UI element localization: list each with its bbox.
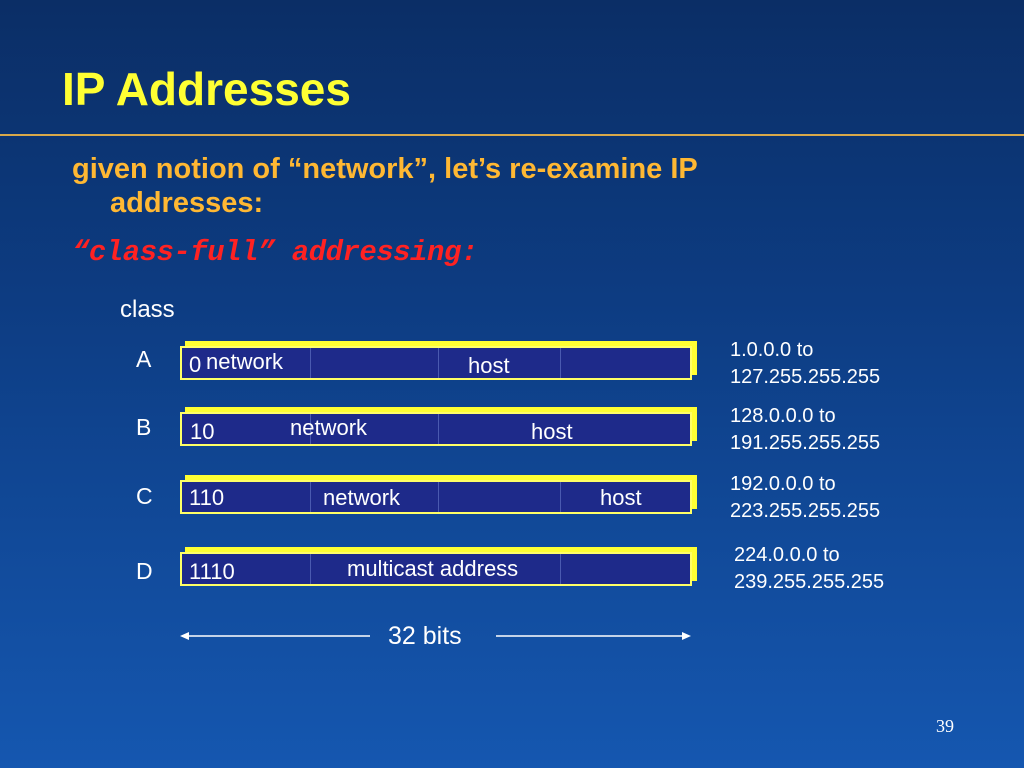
class-d-range: 224.0.0.0 to 239.255.255.255 — [734, 542, 884, 596]
class-d-letter: D — [136, 558, 153, 584]
bullet-line-2: addresses: — [110, 187, 264, 219]
class-b-letter: B — [136, 414, 152, 440]
bits-width-indicator: 32 bits — [180, 620, 692, 656]
byte-divider — [560, 482, 561, 512]
page-number: 39 — [936, 716, 954, 736]
bullet-network-notion: given notion of “network”, let’s re-exam… — [72, 152, 832, 220]
class-d-multicast: multicast address — [347, 556, 519, 581]
class-column-label: class — [120, 296, 175, 323]
class-c-letter: C — [136, 483, 153, 509]
bits-label: 32 bits — [388, 622, 462, 650]
class-a-letter: A — [136, 346, 152, 372]
class-a-network: network — [206, 349, 284, 374]
range-end: 239.255.255.255 — [734, 571, 885, 593]
class-c-network: network — [323, 485, 401, 510]
class-b-host: host — [531, 419, 573, 444]
range-start: 192.0.0.0 to — [730, 473, 836, 495]
byte-divider — [310, 414, 311, 444]
byte-divider — [438, 414, 439, 444]
class-b-box: 10 network host — [180, 412, 692, 446]
class-b-network: network — [290, 415, 368, 440]
range-end: 223.255.255.255 — [730, 500, 881, 522]
range-end: 191.255.255.255 — [730, 432, 881, 454]
byte-divider — [310, 554, 311, 584]
class-a-prefix: 0 — [189, 352, 202, 377]
byte-divider — [560, 348, 561, 378]
right-arrowhead-icon — [682, 632, 691, 640]
class-c-box: 110 network host — [180, 480, 692, 514]
left-arrowhead-icon — [180, 632, 189, 640]
title-divider — [0, 134, 1024, 136]
class-d-prefix: 1110 — [189, 559, 235, 584]
class-c-range: 192.0.0.0 to 223.255.255.255 — [730, 471, 880, 525]
byte-divider — [438, 348, 439, 378]
bullet-line-1: given notion of “network”, let’s re-exam… — [72, 153, 698, 185]
class-c-host: host — [600, 485, 642, 510]
class-b-prefix: 10 — [190, 419, 215, 444]
range-start: 224.0.0.0 to — [734, 544, 840, 566]
class-a-host: host — [468, 353, 510, 378]
class-a-range: 1.0.0.0 to 127.255.255.255 — [730, 337, 880, 391]
class-a-box: 0 network host — [180, 346, 692, 380]
byte-divider — [310, 348, 311, 378]
range-start: 128.0.0.0 to — [730, 405, 836, 427]
range-start: 1.0.0.0 to — [730, 339, 814, 361]
class-c-prefix: 110 — [189, 485, 225, 510]
byte-divider — [310, 482, 311, 512]
bits-arrow — [180, 632, 691, 640]
bullet-classfull: “class-full” addressing: — [72, 236, 478, 269]
class-b-range: 128.0.0.0 to 191.255.255.255 — [730, 403, 880, 457]
byte-divider — [438, 482, 439, 512]
range-end: 127.255.255.255 — [730, 366, 881, 388]
slide-title: IP Addresses — [62, 63, 351, 115]
byte-divider — [560, 554, 561, 584]
class-d-box: 1110 multicast address — [180, 552, 692, 586]
